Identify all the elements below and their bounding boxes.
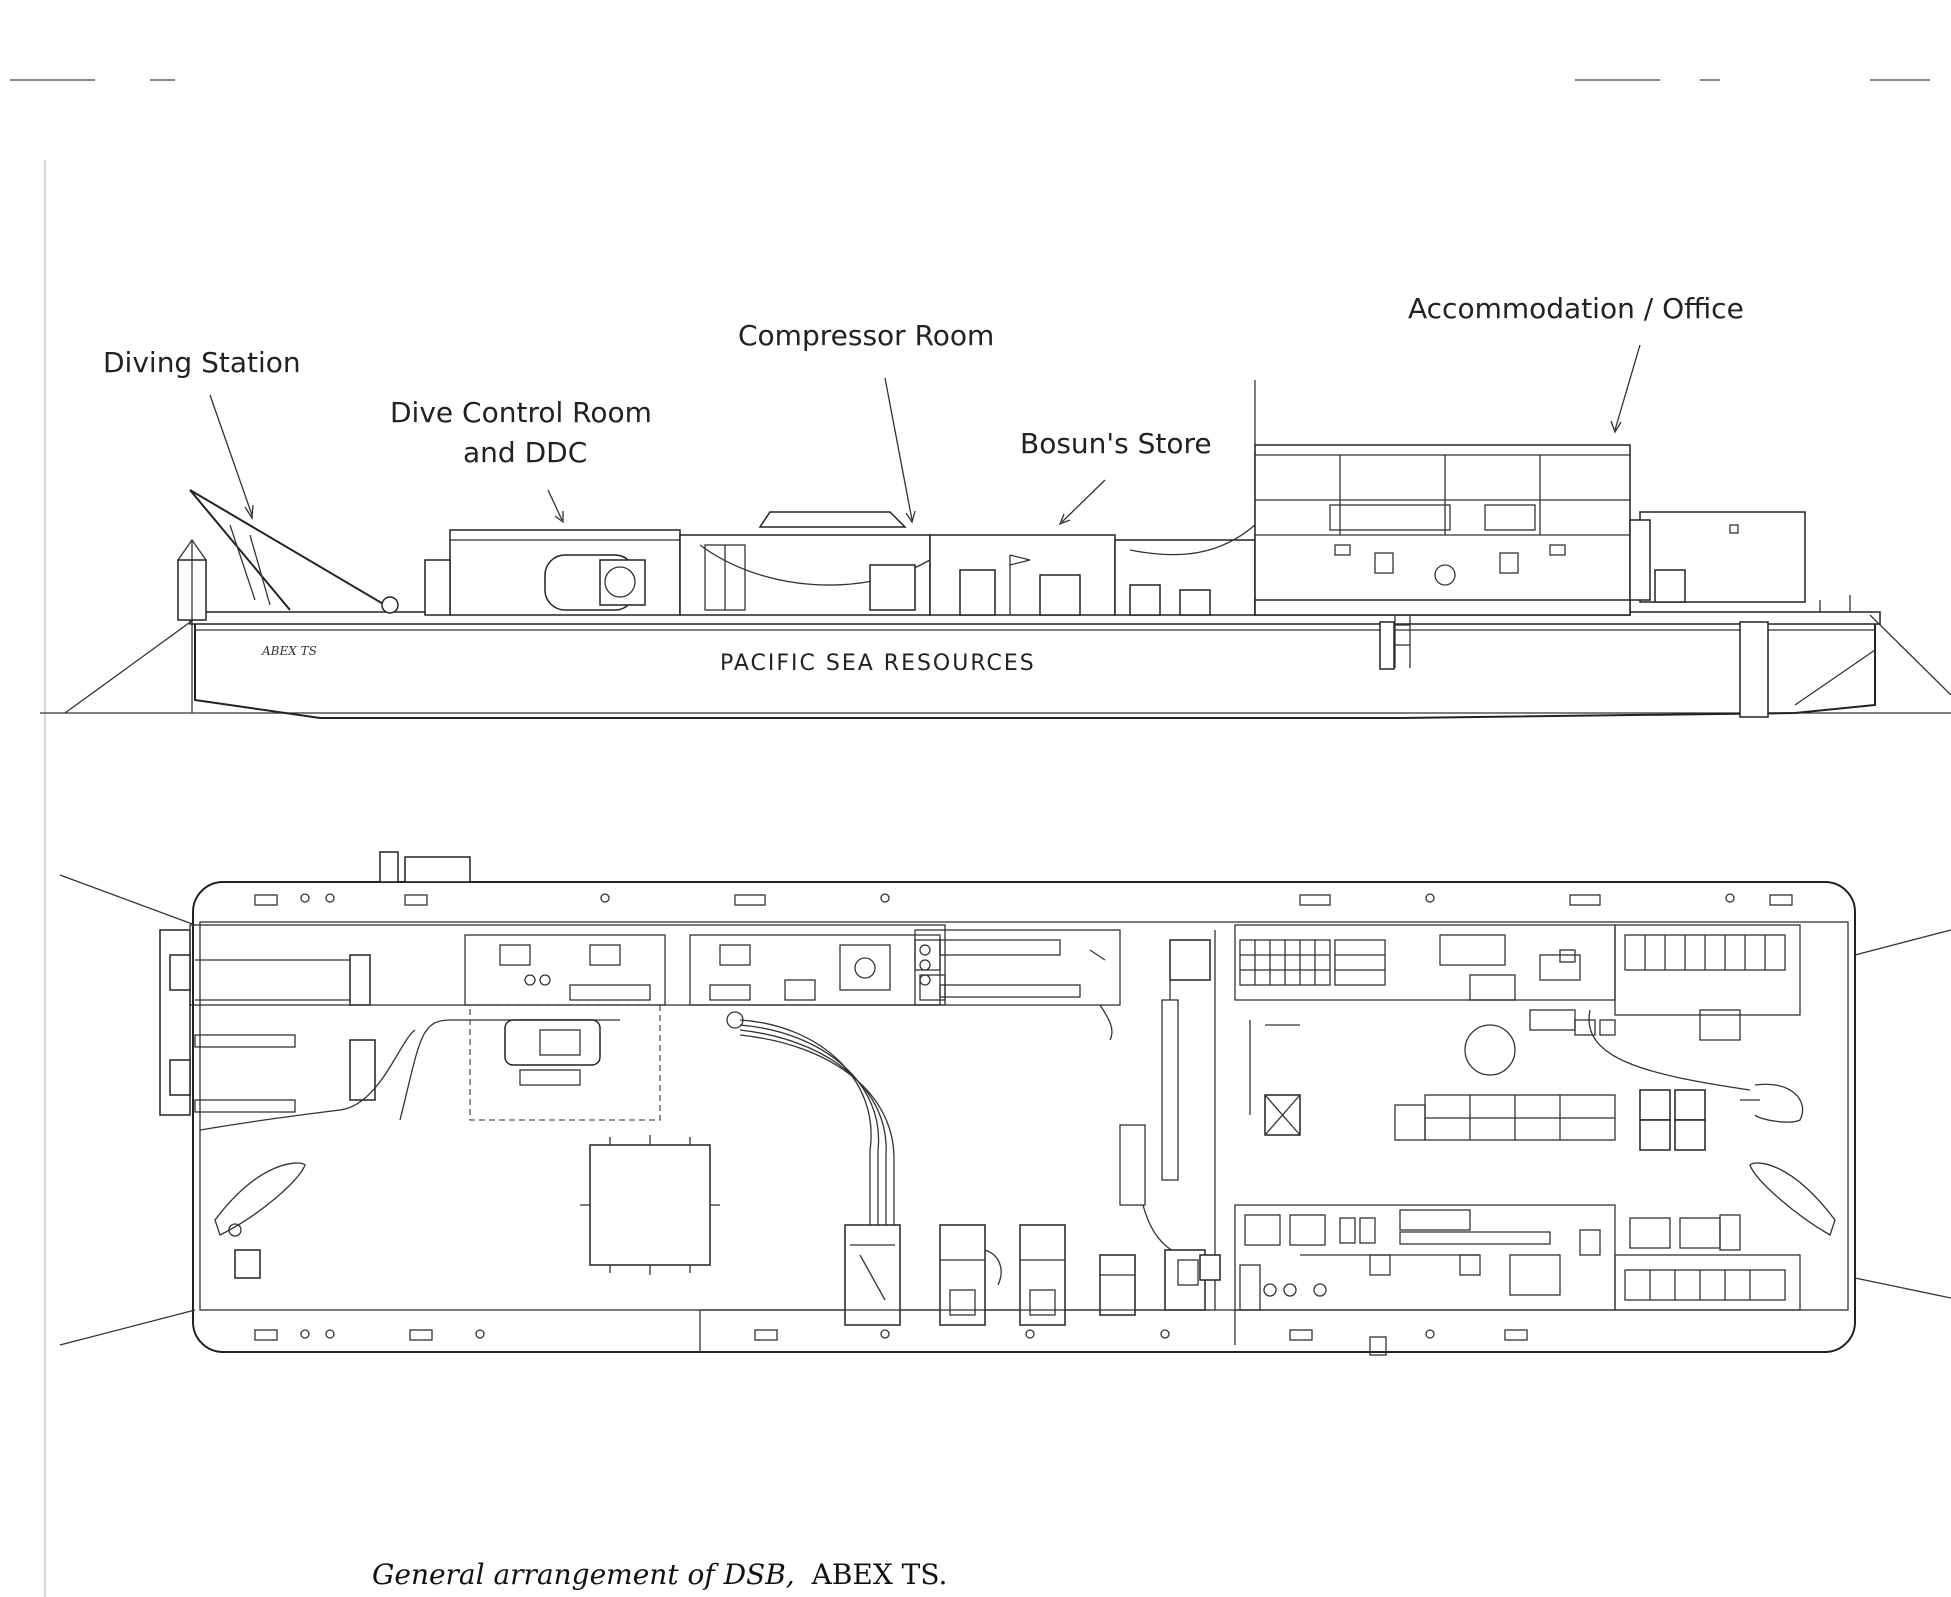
hose-bundle <box>739 1019 895 1225</box>
plan-view <box>59 851 1951 1356</box>
label-dive-control-room: Dive Control Room <box>390 396 652 429</box>
center-divider <box>1161 930 1221 1310</box>
label-and-ddc: and DDC <box>463 436 587 469</box>
accommodation-block <box>1254 444 1851 616</box>
diving-crane <box>177 489 399 713</box>
hull-elevation <box>194 621 1876 719</box>
label-leaders <box>209 344 1641 526</box>
caption-vessel: ABEX TS. <box>811 1558 948 1591</box>
deck-equipment <box>580 1124 1210 1326</box>
scan-artifacts <box>10 79 1930 1597</box>
upper-cabins-left <box>189 924 1121 1121</box>
upper-cabins-right <box>1234 924 1801 1115</box>
lower-cabins-right <box>1234 1162 1836 1345</box>
label-accommodation-office: Accommodation / Office <box>1408 292 1744 325</box>
hull-plan <box>192 881 1856 1353</box>
label-bosuns-store: Bosun's Store <box>1020 427 1212 460</box>
label-compressor-room: Compressor Room <box>738 319 994 352</box>
mess-area <box>1264 1083 1804 1151</box>
diving-station-plan <box>159 929 620 1279</box>
hull-vessel-name: ABEX TS <box>261 644 317 658</box>
caption-text: General arrangement of DSB, <box>372 1558 795 1591</box>
deck-fittings <box>254 851 1793 1356</box>
label-diving-station: Diving Station <box>103 346 301 379</box>
hull-owner-text: PACIFIC SEA RESOURCES <box>720 651 1036 676</box>
elevation-view: Diving Station Dive Control Room and DDC… <box>40 292 1951 719</box>
compressor-block <box>679 380 1256 616</box>
dive-control-room-block <box>424 529 681 616</box>
figure-caption: General arrangement of DSB, ABEX TS. <box>372 1558 947 1591</box>
